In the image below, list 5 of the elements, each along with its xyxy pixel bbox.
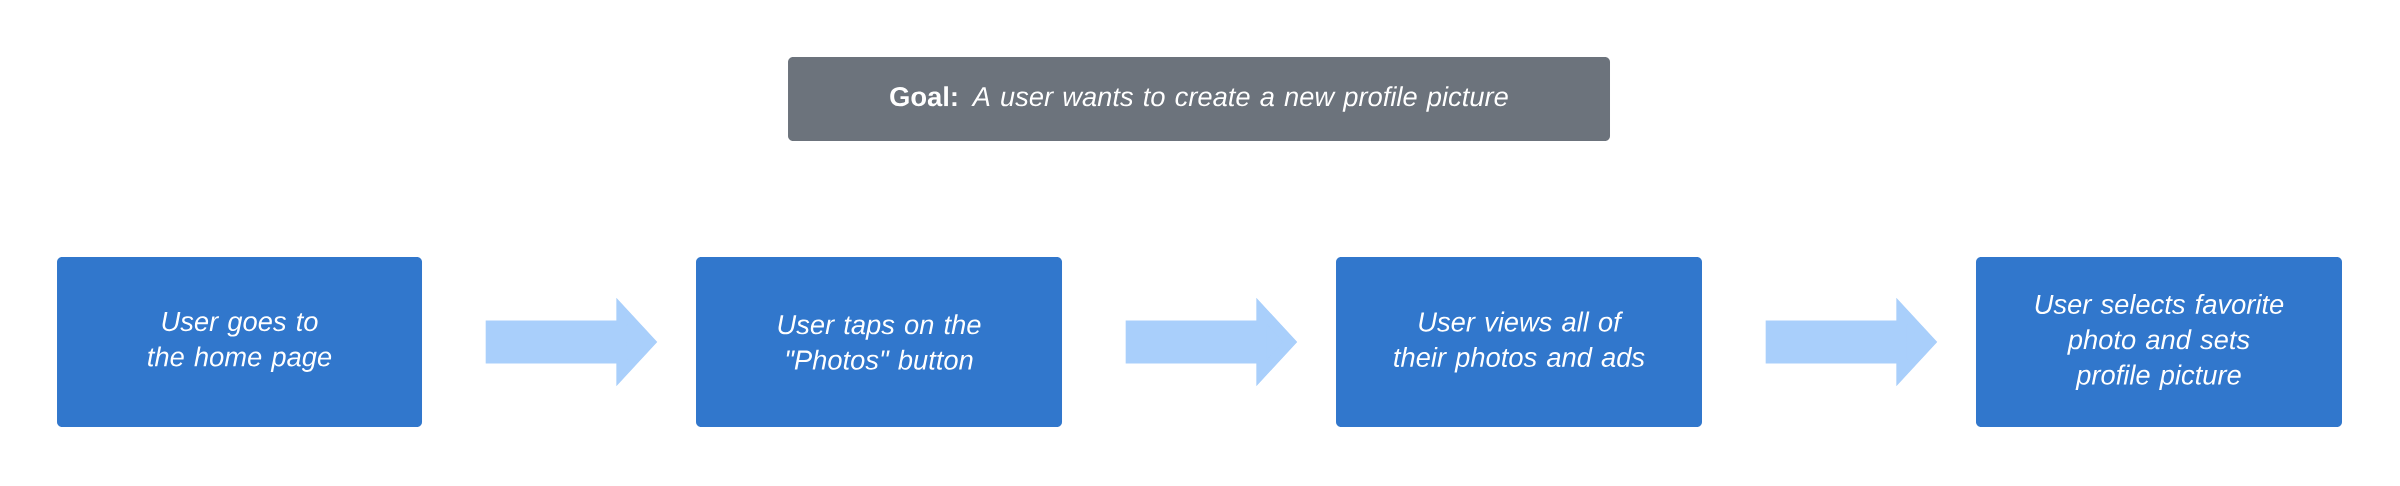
step-box: User views all of their photos and ads [1336,257,1702,427]
step-box: User goes to the home page [57,257,422,427]
step-box: User taps on the "Photos" button [696,257,1062,427]
goal-box: Goal: A user wants to create a new profile picture [788,57,1610,141]
step-box: User selects favorite photo and sets profile picture [1976,257,2342,427]
